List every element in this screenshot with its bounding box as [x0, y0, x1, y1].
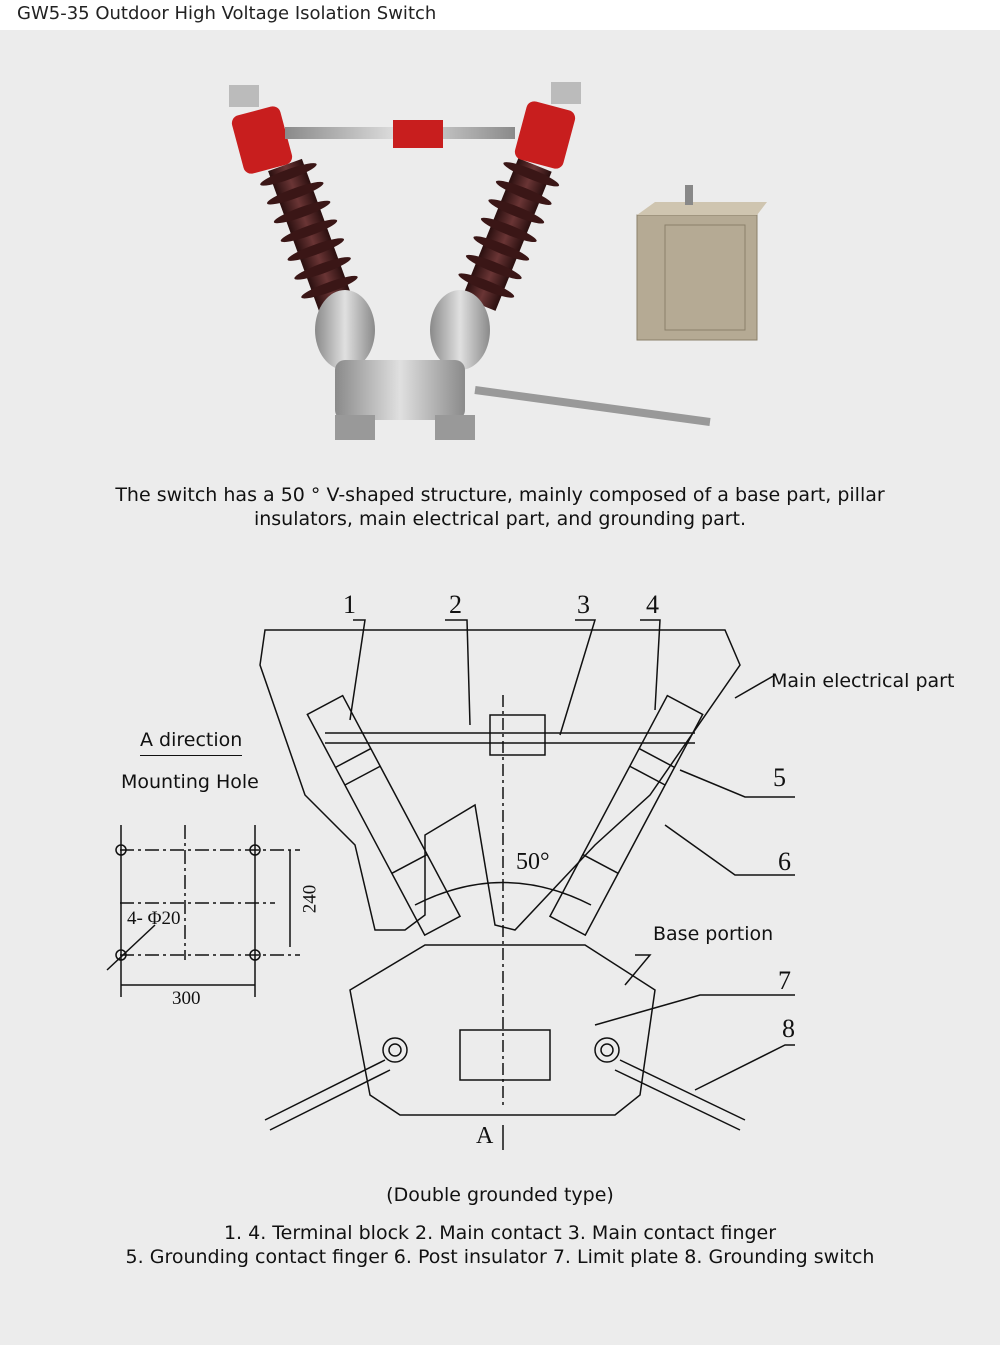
label-4: 4: [646, 590, 659, 619]
left-insulator: [260, 158, 358, 313]
dim-240-label: 240: [299, 884, 321, 914]
legend-line-2: 5. Grounding contact finger 6. Post insu…: [125, 1246, 875, 1268]
label-1: 1: [343, 590, 356, 619]
label-5: 5: [773, 763, 786, 792]
label-6: 6: [778, 847, 791, 876]
control-box: [636, 185, 767, 341]
label-2: 2: [449, 590, 462, 619]
a-direction-label: A direction: [140, 729, 243, 756]
technical-diagram: [106, 619, 795, 1150]
legend-line-1: 1. 4. Terminal block 2. Main contact 3. …: [223, 1222, 777, 1244]
label-3: 3: [577, 590, 590, 619]
page-title: GW5-35 Outdoor High Voltage Isolation Sw…: [17, 3, 437, 24]
product-photo: [229, 82, 767, 440]
caption: The switch has a 50 ° V-shaped structure…: [100, 483, 900, 531]
legend-type: (Double grounded type): [386, 1184, 614, 1206]
title-bar: GW5-35 Outdoor High Voltage Isolation Sw…: [0, 0, 1000, 30]
right-insulator: [458, 158, 560, 311]
dim-300-label: 300: [172, 988, 201, 1009]
caption-line-1: The switch has a 50 ° V-shaped structure…: [115, 484, 885, 506]
angle-label: 50°: [516, 849, 550, 875]
label-8: 8: [782, 1014, 795, 1043]
caption-line-2: insulators, main electrical part, and gr…: [253, 508, 747, 530]
hole-spec-label: 4- Φ20: [127, 908, 181, 929]
legend: (Double grounded type) 1. 4. Terminal bl…: [60, 1183, 940, 1269]
main-electrical-part-label: Main electrical part: [771, 670, 955, 692]
base-portion-label: Base portion: [653, 923, 774, 945]
view-a-label: A: [476, 1123, 494, 1149]
label-7: 7: [778, 966, 791, 995]
mounting-hole-label: Mounting Hole: [121, 771, 259, 793]
